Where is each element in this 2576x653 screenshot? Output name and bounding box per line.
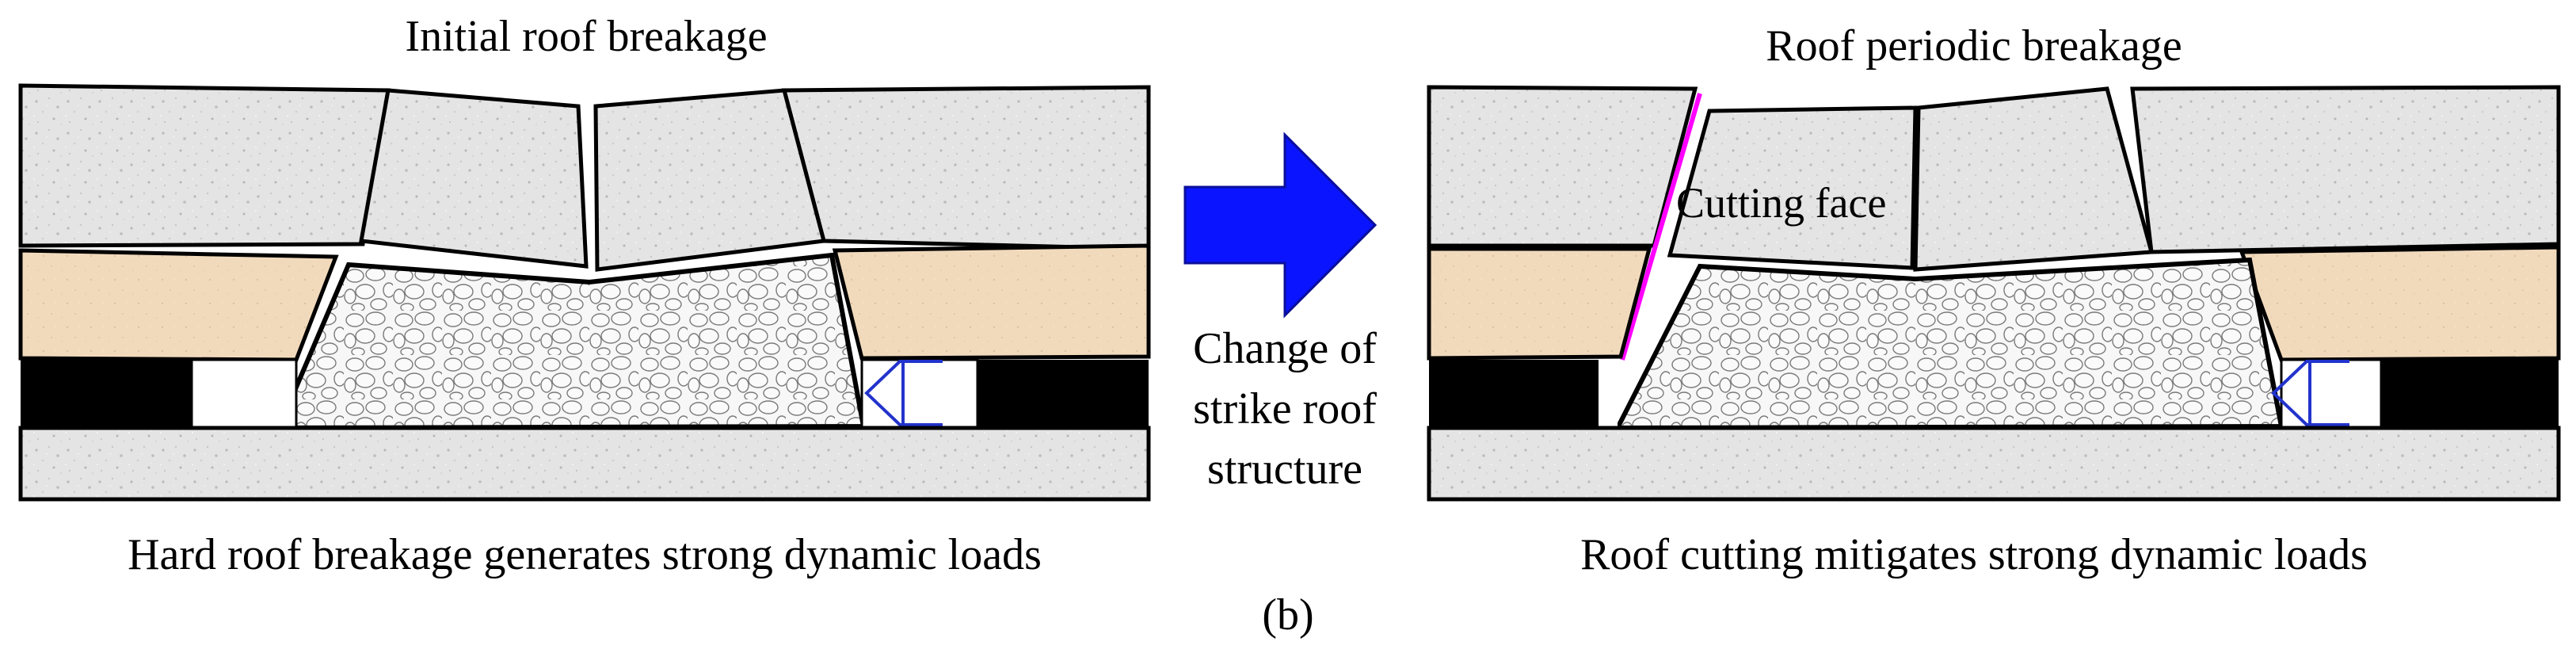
- cutting-face-label: Cutting face: [1676, 179, 1886, 227]
- right-panel-title: Roof periodic breakage: [1766, 21, 2182, 71]
- left-hard-roof-right: [781, 85, 1151, 251]
- right-coal-right: [2381, 360, 2559, 428]
- left-opening-right: [860, 358, 979, 430]
- left-hard-roof-left: [18, 83, 391, 248]
- left-floor-strata: [18, 426, 1151, 502]
- right-panel: [1427, 85, 2561, 502]
- left-panel-caption: Hard roof breakage generates strong dyna…: [128, 530, 1042, 579]
- left-sandstone-right: [832, 243, 1151, 361]
- right-hydraulic-support-icon: [2271, 360, 2349, 426]
- left-coal-right: [977, 360, 1149, 428]
- right-panel-caption: Roof cutting mitigates strong dynamic lo…: [1580, 530, 2368, 579]
- right-opening-left: [1599, 360, 1618, 428]
- right-sandstone-right: [2239, 245, 2561, 362]
- left-opening-left: [190, 358, 298, 430]
- right-caved-gob: [1614, 257, 2284, 431]
- right-arrow-icon: [1183, 132, 1378, 319]
- transition-label-line-2: strike roof: [1193, 384, 1377, 433]
- right-floor-strata: [1427, 426, 2561, 502]
- right-broken-block-2: [1913, 86, 2155, 272]
- subfigure-label: (b): [1262, 590, 1313, 640]
- right-sandstone-left: [1427, 246, 1652, 361]
- left-caved-gob: [275, 252, 867, 431]
- cutting-face-line: [1620, 93, 1702, 361]
- right-hard-roof-left: [1427, 85, 1698, 248]
- transition-label-line-3: structure: [1207, 445, 1362, 494]
- left-panel: [18, 83, 1151, 502]
- transition-label-line-1: Change of: [1193, 324, 1377, 373]
- left-sandstone-left: [18, 248, 339, 362]
- left-broken-block-1: [359, 88, 589, 269]
- right-broken-block-1: [1667, 105, 1918, 270]
- left-coal-left: [21, 360, 192, 428]
- left-broken-block-2: [593, 88, 827, 272]
- left-hydraulic-support-icon: [864, 360, 943, 426]
- right-hard-roof-right: [2130, 85, 2561, 254]
- right-coal-left: [1429, 360, 1599, 428]
- left-panel-title: Initial roof breakage: [405, 12, 767, 61]
